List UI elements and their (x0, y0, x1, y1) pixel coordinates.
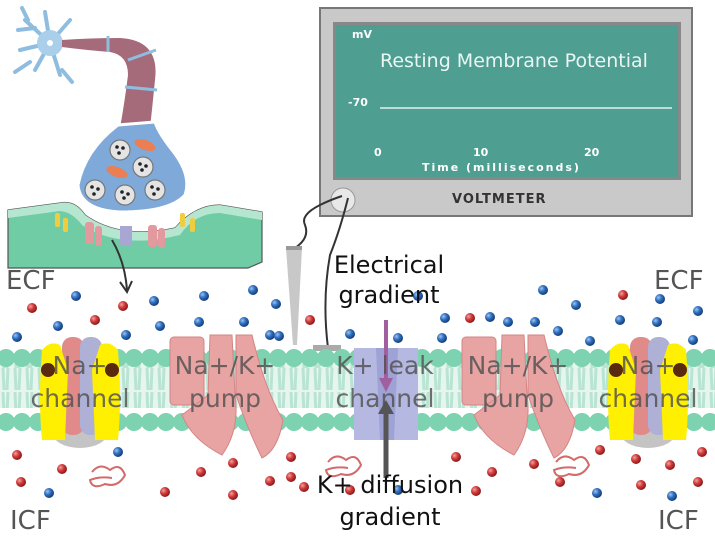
na-channel-right-label-2: channel (598, 384, 698, 413)
voltmeter-knob[interactable] (331, 188, 355, 212)
voltmeter-y-tick: -70 (348, 96, 368, 109)
icf-label-right: ICF (658, 506, 699, 536)
na-k-pump-right (461, 334, 576, 459)
voltmeter-device (319, 7, 693, 217)
voltmeter-title: Resting Membrane Potential (380, 50, 648, 72)
protein-blobs (88, 455, 591, 488)
ions-icf (12, 445, 707, 501)
neuron-illustration (7, 6, 263, 295)
ions-ecf (12, 285, 703, 346)
na-channel-right-label-1: Na+ (620, 351, 676, 380)
voltmeter-x-label: Time (milliseconds) (422, 161, 581, 174)
voltmeter-x-tick-10: 10 (473, 146, 489, 159)
voltmeter-brand: VOLTMETER (452, 192, 547, 207)
na-channel-left-label-2: channel (30, 384, 130, 413)
k-leak-channel-label-1: K+ leak (336, 351, 434, 380)
na-channel-left (40, 337, 120, 448)
icf-label-left: ICF (10, 506, 51, 536)
na-channel-right (608, 337, 688, 448)
na-k-pump-left (169, 334, 284, 459)
electrical-gradient-label-1: Electrical (333, 251, 445, 279)
electrical-gradient-label-2: gradient (338, 281, 440, 309)
pump-right-label-1: Na+/K+ (467, 351, 569, 380)
ecf-label-right: ECF (654, 266, 704, 296)
ecf-label-left: ECF (6, 266, 56, 296)
pump-left-label-1: Na+/K+ (174, 351, 276, 380)
diffusion-gradient-label-2: gradient (339, 503, 441, 531)
k-leak-channel (354, 348, 418, 440)
voltmeter-y-unit: mV (352, 28, 372, 41)
pump-right-label-2: pump (482, 384, 554, 413)
pump-left-label-2: pump (189, 384, 261, 413)
k-leak-channel-label-2: channel (335, 384, 435, 413)
na-channel-left-label-1: Na+ (52, 351, 108, 380)
voltmeter-x-tick-20: 20 (584, 146, 600, 159)
diffusion-gradient-label-1: K+ diffusion (316, 471, 464, 499)
voltmeter-x-tick-0: 0 (374, 146, 382, 159)
